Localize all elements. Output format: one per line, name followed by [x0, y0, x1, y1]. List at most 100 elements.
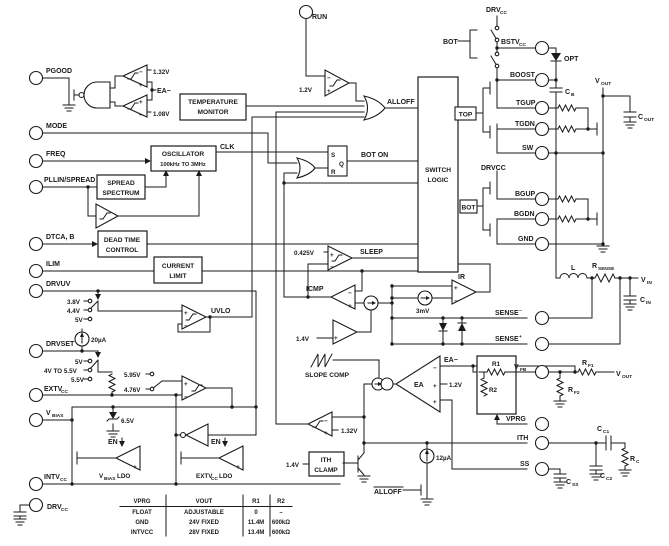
switch-contacts — [87, 25, 500, 392]
drvcc-bottom-label: DRV — [47, 504, 62, 511]
sign: + — [139, 82, 143, 89]
sign: − — [327, 75, 331, 82]
sign: + — [139, 99, 143, 106]
pin-bgup — [534, 191, 550, 207]
cin-label-sub: IN — [646, 300, 651, 306]
deadtime-line2: CONTROL — [106, 247, 139, 254]
pin-bstvcc — [534, 40, 550, 56]
vout-right-label-sub: OUT — [622, 374, 632, 380]
ithclamp-line1: ITH — [321, 457, 332, 464]
sign: + — [433, 383, 437, 390]
cb-label: C — [565, 89, 570, 96]
sign: − — [324, 418, 328, 425]
reset-or-gate — [295, 157, 316, 179]
pin-intvcc — [28, 476, 44, 492]
bstvcc-label-sub: CC — [519, 42, 526, 48]
sleep-label: SLEEP — [360, 249, 383, 256]
en2-label: EN — [211, 439, 221, 446]
temp-monitor-line2: MONITOR — [197, 109, 228, 116]
table-header-vprg: VPRG — [133, 499, 150, 505]
pin-pgood — [28, 70, 44, 86]
tgdn-label: TGDN — [515, 121, 535, 128]
rc-label: R — [630, 456, 635, 463]
sign: + — [184, 381, 188, 388]
bot-signal-box — [459, 199, 478, 214]
block-current-limit — [153, 256, 203, 284]
sel-5v5: 5.5V — [71, 377, 85, 384]
tgup-label: TGUP — [516, 100, 536, 107]
sign: − — [184, 394, 188, 401]
pgood-lower-comparator — [121, 94, 148, 118]
ref-20ua: 20µA — [91, 337, 107, 344]
sign: + — [184, 310, 188, 317]
sel-3v8: 3.8V — [67, 299, 81, 306]
drvcc-mid-label: DRVCC — [481, 165, 506, 172]
ref-3mv: 3mV — [416, 308, 430, 315]
rf2-label-sub: F2 — [574, 390, 580, 396]
pin-ith — [534, 435, 550, 451]
sel-4v76: 4.76V — [124, 387, 141, 394]
latch-r: R — [331, 169, 336, 176]
mosfet-symbols — [68, 81, 604, 499]
vout-top-label: V — [595, 78, 600, 85]
cout-label-sub: OUT — [644, 117, 654, 123]
uvlo-label: UVLO — [211, 308, 231, 315]
vprg-table: VPRG VOUT R1 R2 FLOAT ADJUSTABLE 0 – GND… — [119, 494, 293, 537]
extvcc-label-sub: CC — [61, 389, 68, 395]
block-temperature-monitor — [179, 93, 247, 121]
cc2-label-sub: C2 — [606, 476, 612, 482]
inverter-gate — [184, 423, 209, 447]
table-header-r2: R2 — [277, 499, 285, 505]
sawtooth-icon — [310, 353, 333, 368]
pin-run — [298, 4, 314, 20]
icmp-label: ICMP — [306, 286, 324, 293]
top-signal-label: TOP — [459, 112, 473, 119]
table-cell: 600kΩ — [272, 530, 290, 536]
pin-vbias — [28, 412, 44, 428]
pin-drvset — [28, 343, 44, 359]
sign: + — [327, 88, 331, 95]
vin-label-sub: IN — [647, 280, 652, 286]
oscillator-line2: 100kHz TO 3MHz — [160, 162, 206, 168]
vbias-ldo-amp — [114, 445, 141, 471]
pin-tgup — [534, 100, 550, 116]
ref-0v425: 0.425V — [294, 250, 315, 257]
vbias-ldo-label2: LDO — [117, 473, 130, 480]
gnd-label: GND — [518, 236, 534, 243]
divider-resistors — [479, 367, 506, 397]
pin-sw — [534, 145, 550, 161]
pllin-label: PLLIN/SPREAD — [44, 177, 95, 184]
pin-sense-minus — [534, 310, 550, 326]
sense-minus-label: SENSE — [495, 310, 519, 317]
uvlo-comparator — [181, 304, 208, 330]
oscillator-line1: OSCILLATOR — [162, 151, 204, 158]
bgup-label: BGUP — [515, 191, 536, 198]
hysteresis-glyphs — [99, 72, 343, 428]
block-switch-logic — [417, 76, 459, 273]
pin-freq — [28, 153, 44, 169]
spread-line1: SPREAD — [107, 180, 135, 187]
css-label: C — [566, 479, 571, 486]
bot-signal-label: BOT — [462, 205, 476, 212]
intvcc-label: INTV — [44, 474, 60, 481]
boost-label: BOOST — [510, 72, 536, 79]
pin-extvcc — [28, 387, 44, 403]
extvcc-comparator — [181, 375, 208, 401]
ref-1v32-top: 1.32V — [153, 69, 170, 76]
currentlimit-line2: LIMIT — [169, 273, 186, 280]
slope-comp-label: SLOPE COMP — [305, 372, 350, 379]
switchlogic-line2: LOGIC — [428, 177, 449, 184]
table-cell: 0 — [254, 510, 258, 516]
burst-1v4-amp — [332, 319, 359, 345]
drvcc-bottom-label-sub: CC — [61, 507, 68, 513]
table-cell: FLOAT — [132, 510, 152, 516]
sense-minus-sup: − — [519, 309, 522, 314]
spread-line2: SPECTRUM — [103, 190, 141, 197]
inverter-bubble — [179, 431, 187, 439]
internal-divider-box — [476, 355, 517, 415]
inductor-label: L — [571, 265, 576, 272]
drvuv-label: DRVUV — [46, 281, 71, 288]
dtca-label: DTCA, B — [46, 234, 74, 241]
opt-label: OPT — [564, 56, 579, 63]
